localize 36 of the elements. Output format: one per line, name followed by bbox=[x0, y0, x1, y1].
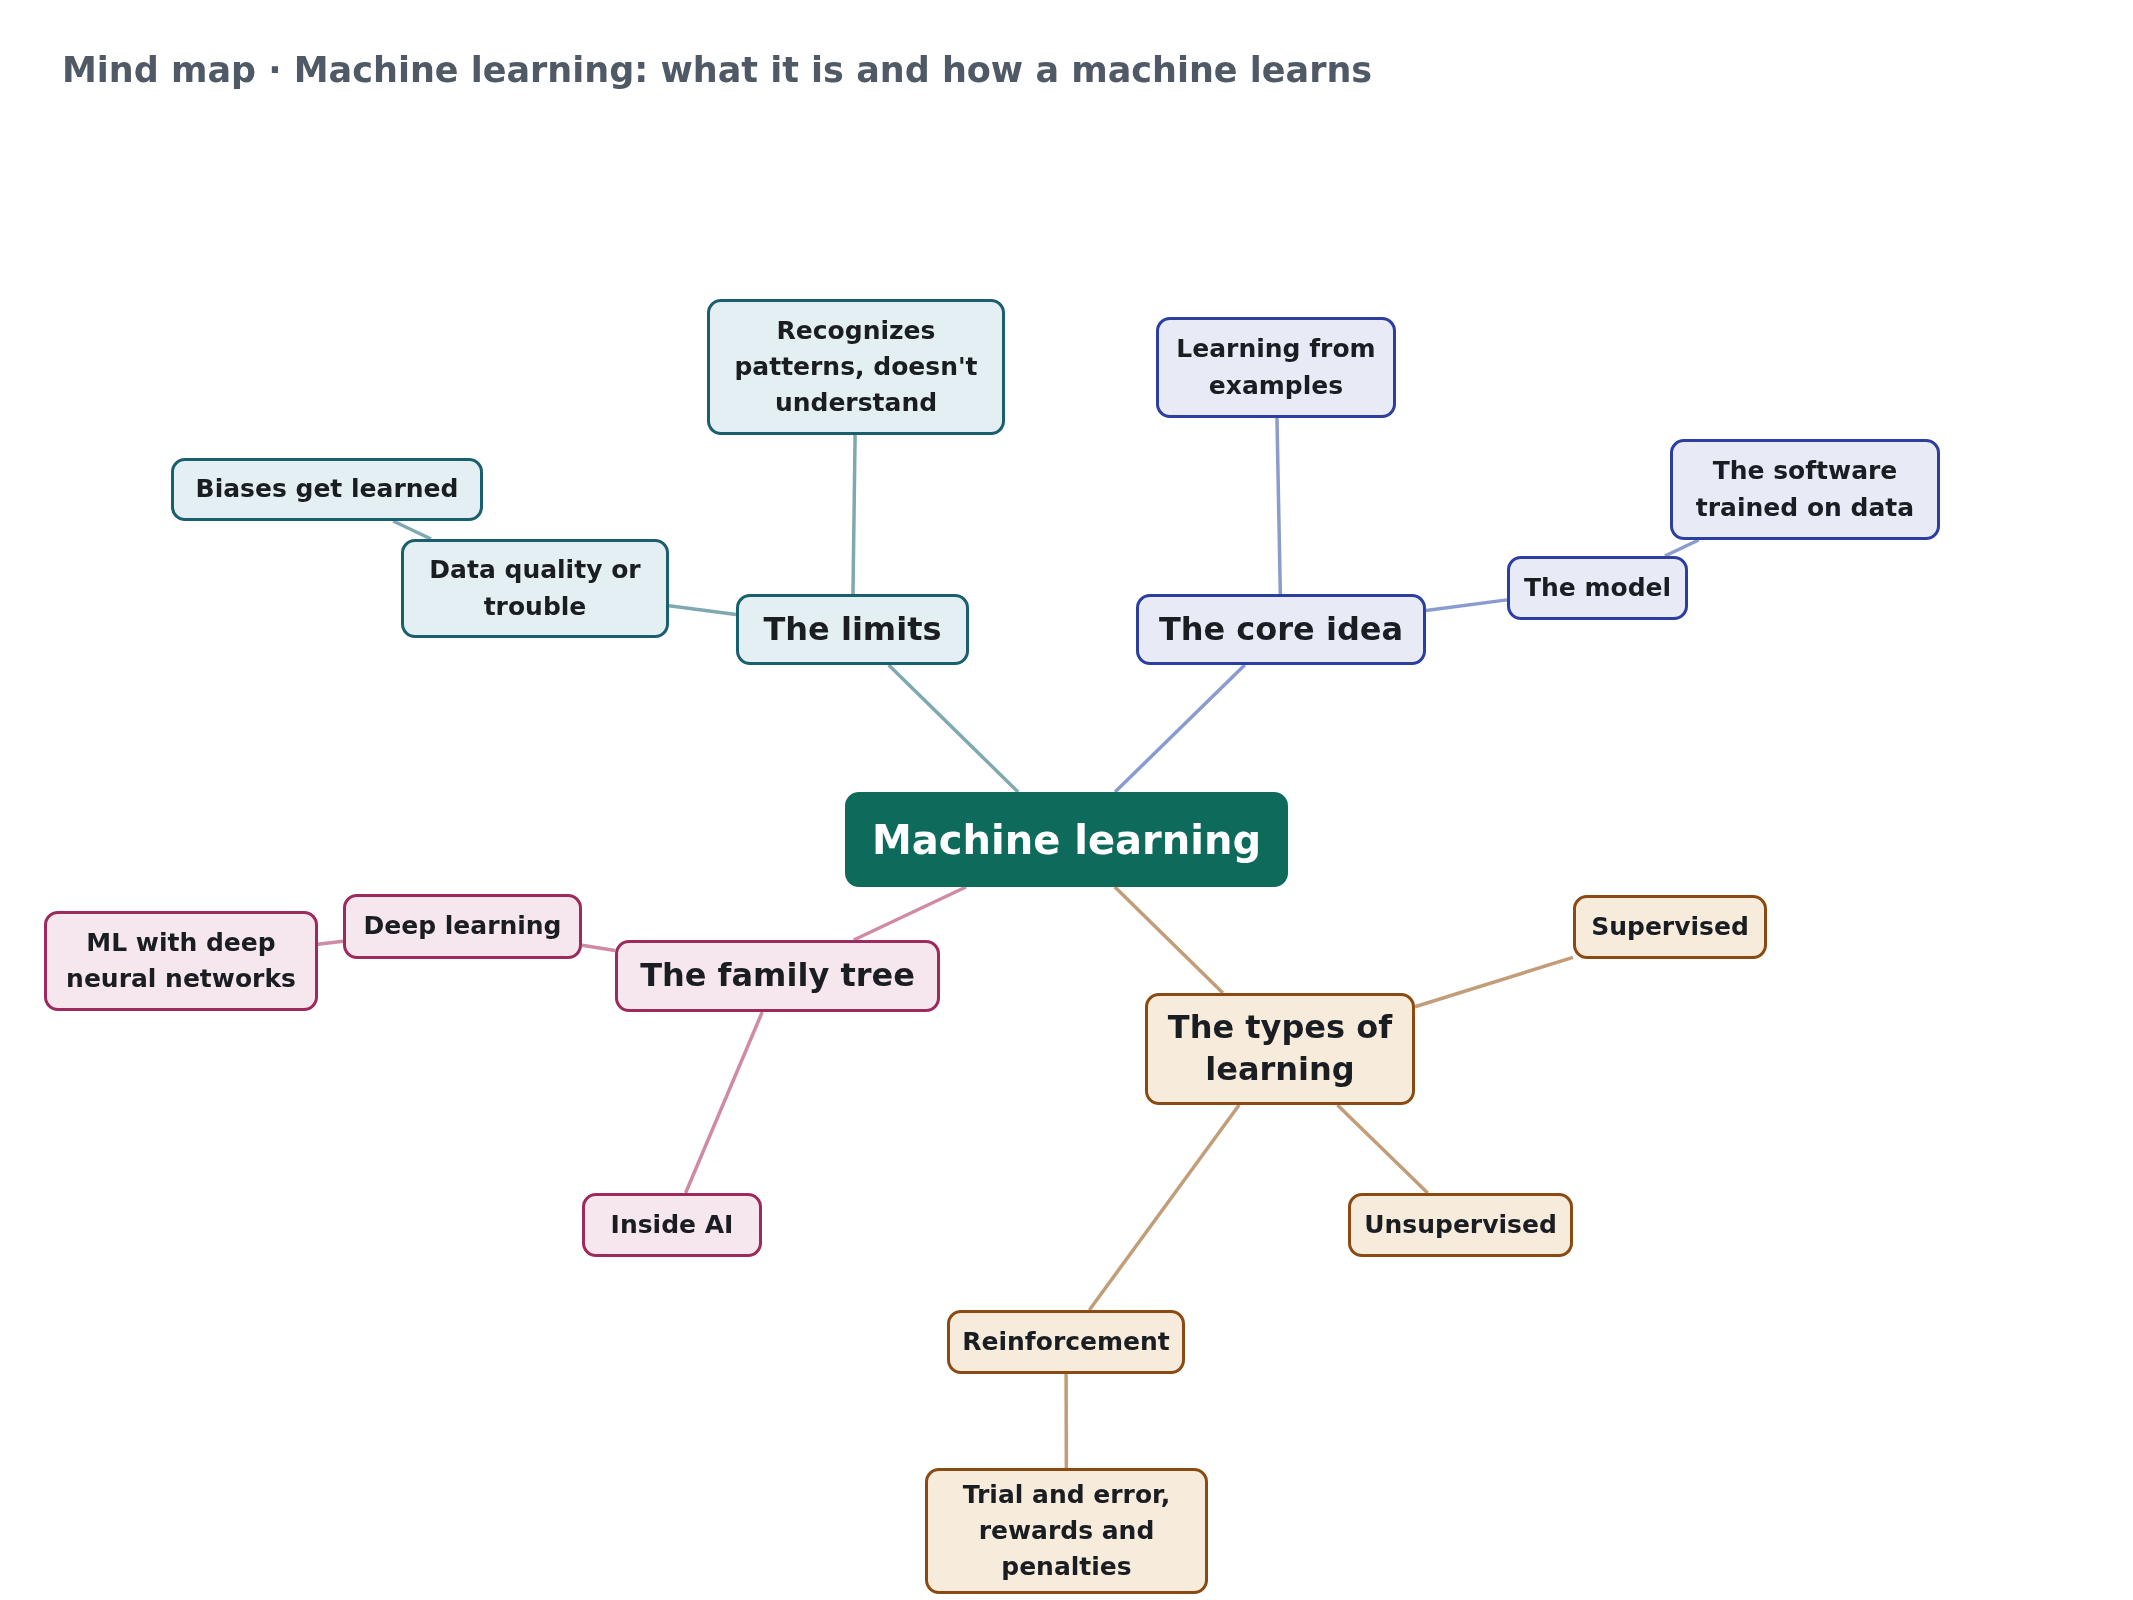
connector-line bbox=[668, 604, 737, 617]
connector-line bbox=[392, 519, 432, 541]
connector-line bbox=[851, 434, 857, 595]
subtopic-box: Trial and error, rewards and penalties bbox=[925, 1468, 1208, 1594]
connector-line bbox=[317, 939, 344, 946]
diagram-title: Mind map · Machine learning: what it is and how a machine learns bbox=[62, 50, 1373, 90]
subtopic-box: ML with deep neural networks bbox=[44, 911, 318, 1011]
subtopic-box: Unsupervised bbox=[1348, 1193, 1573, 1257]
branch-topic-box: The types of learning bbox=[1145, 993, 1415, 1105]
connector-line bbox=[1425, 598, 1508, 613]
subtopic-box: The software trained on data bbox=[1670, 439, 1940, 540]
subtopic-box: Reinforcement bbox=[947, 1310, 1185, 1374]
branch-topic-box: The core idea bbox=[1136, 594, 1426, 665]
branch-topic-box: The family tree bbox=[615, 940, 940, 1012]
connector-line bbox=[1087, 1103, 1241, 1312]
connector-line bbox=[1414, 955, 1574, 1009]
subtopic-box: Supervised bbox=[1573, 895, 1767, 959]
branch-topic-box: The limits bbox=[736, 594, 969, 665]
connector-line bbox=[581, 943, 616, 953]
subtopic-box: Biases get learned bbox=[171, 458, 483, 521]
subtopic-box: Recognizes patterns, doesn't understand bbox=[707, 299, 1005, 435]
central-topic-box: Machine learning bbox=[845, 792, 1288, 887]
connector-line bbox=[1664, 538, 1700, 558]
connector-line bbox=[1113, 885, 1225, 995]
subtopic-box: Deep learning bbox=[343, 894, 582, 959]
connector-line bbox=[1336, 1103, 1429, 1195]
connector-line bbox=[1064, 1374, 1069, 1468]
subtopic-box: Learning from examples bbox=[1156, 317, 1396, 418]
connector-line bbox=[887, 663, 1020, 794]
connector-line bbox=[852, 885, 967, 942]
connector-line bbox=[1113, 663, 1246, 794]
subtopic-box: Data quality or trouble bbox=[401, 539, 669, 638]
subtopic-box: Inside AI bbox=[582, 1193, 762, 1257]
connector-line bbox=[683, 1011, 764, 1194]
connector-line bbox=[1275, 417, 1283, 595]
subtopic-box: The model bbox=[1507, 556, 1688, 620]
